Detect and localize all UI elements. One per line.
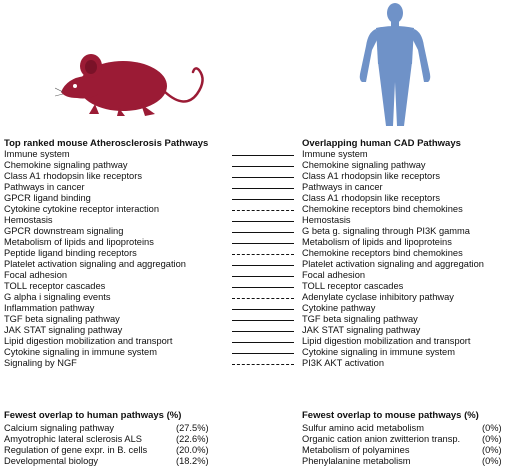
solid-connector xyxy=(232,232,294,233)
fewest-item-pct: (0%) xyxy=(482,445,502,455)
human-pathway: PI3K AKT activation xyxy=(302,358,384,368)
mouse-pathways-header: Top ranked mouse Atherosclerosis Pathway… xyxy=(4,138,209,149)
mouse-pathway: Signaling by NGF xyxy=(4,358,77,368)
fewest-item-name: Metabolism of polyamines xyxy=(302,445,410,455)
human-pathway: Chemokine signaling pathway xyxy=(302,160,426,170)
human-figure-icon xyxy=(359,3,431,126)
dashed-connector xyxy=(232,298,294,299)
mouse-pathway: Chemokine signaling pathway xyxy=(4,160,128,170)
human-pathway: JAK STAT signaling pathway xyxy=(302,325,421,335)
mouse-pathway: Lipid digestion mobilization and transpo… xyxy=(4,336,173,346)
mouse-pathway: Focal adhesion xyxy=(4,270,68,280)
solid-connector xyxy=(232,188,294,189)
human-pathway: G beta g. signaling through PI3K gamma xyxy=(302,226,470,236)
fewest-item: Amyotrophic lateral sclerosis ALS (22.6%… xyxy=(4,434,210,445)
fewest-item-pct: (0%) xyxy=(482,434,502,444)
solid-connector xyxy=(232,177,294,178)
human-pathway: Pathways in cancer xyxy=(302,182,383,192)
mouse-pathway: TOLL receptor cascades xyxy=(4,281,106,291)
solid-connector xyxy=(232,287,294,288)
mouse-pathway: Cytokine cytokine receptor interaction xyxy=(4,204,160,214)
solid-connector xyxy=(232,221,294,222)
solid-connector xyxy=(232,166,294,167)
human-pathway: TGF beta signaling pathway xyxy=(302,314,418,324)
fewest-item: Regulation of gene expr. in B. cells (20… xyxy=(4,445,210,456)
mouse-pathway: JAK STAT signaling pathway xyxy=(4,325,123,335)
solid-connector xyxy=(232,342,294,343)
mouse-pathway: GPCR downstream signaling xyxy=(4,226,124,236)
fewest-item-pct: (20.0%) xyxy=(176,445,209,455)
fewest-overlap-human-header: Fewest overlap to human pathways (%) xyxy=(4,410,182,421)
fewest-item-pct: (0%) xyxy=(482,456,502,466)
human-pathway: Class A1 rhodopsin like receptors xyxy=(302,171,440,181)
mouse-pathway: Hemostasis xyxy=(4,215,53,225)
dashed-connector xyxy=(232,210,294,211)
mouse-pathway: Pathways in cancer xyxy=(4,182,85,192)
human-pathway: Chemokine receptors bind chemokines xyxy=(302,204,463,214)
solid-connector xyxy=(232,320,294,321)
human-pathway: Platelet activation signaling and aggreg… xyxy=(302,259,484,269)
solid-connector xyxy=(232,199,294,200)
human-pathway: Adenylate cyclase inhibitory pathway xyxy=(302,292,454,302)
mouse-pathway: Platelet activation signaling and aggreg… xyxy=(4,259,186,269)
mouse-icon xyxy=(55,54,204,116)
mouse-pathway: G alpha i signaling events xyxy=(4,292,111,302)
human-pathway: Metabolism of lipids and lipoproteins xyxy=(302,237,452,247)
fewest-item-name: Calcium signaling pathway xyxy=(4,423,115,433)
human-pathway: Hemostasis xyxy=(302,215,351,225)
fewest-item-name: Amyotrophic lateral sclerosis ALS xyxy=(4,434,142,444)
human-pathway: TOLL receptor cascades xyxy=(302,281,404,291)
solid-connector xyxy=(232,353,294,354)
human-pathway-list: Immune system Chemokine signaling pathwa… xyxy=(302,149,484,369)
mouse-pathway-list: Immune system Chemokine signaling pathwa… xyxy=(4,149,186,369)
fewest-item-pct: (27.5%) xyxy=(176,423,209,433)
mouse-pathway: GPCR ligand binding xyxy=(4,193,91,203)
mouse-pathway: Peptide ligand binding receptors xyxy=(4,248,137,258)
fewest-item: Organic cation anion zwitterion transp. … xyxy=(302,434,504,445)
human-pathways-header: Overlapping human CAD Pathways xyxy=(302,138,461,149)
mouse-pathway: Cytokine signaling in immune system xyxy=(4,347,157,357)
mouse-pathway: TGF beta signaling pathway xyxy=(4,314,120,324)
mouse-pathway: Immune system xyxy=(4,149,70,159)
fewest-item-name: Sulfur amino acid metabolism xyxy=(302,423,424,433)
fewest-overlap-mouse-header: Fewest overlap to mouse pathways (%) xyxy=(302,410,479,421)
mouse-pathway: Metabolism of lipids and lipoproteins xyxy=(4,237,154,247)
fewest-item: Calcium signaling pathway (27.5%) xyxy=(4,423,210,434)
human-pathway: Class A1 rhodopsin like receptors xyxy=(302,193,440,203)
dashed-connector xyxy=(232,254,294,255)
solid-connector xyxy=(232,243,294,244)
solid-connector xyxy=(232,276,294,277)
fewest-item-pct: (18.2%) xyxy=(176,456,209,466)
human-pathway: Chemokine receptors bind chemokines xyxy=(302,248,463,258)
mouse-pathway: Inflammation pathway xyxy=(4,303,95,313)
human-pathway: Lipid digestion mobilization and transpo… xyxy=(302,336,471,346)
fewest-item-name: Organic cation anion zwitterion transp. xyxy=(302,434,461,444)
fewest-item-pct: (22.6%) xyxy=(176,434,209,444)
fewest-item-pct: (0%) xyxy=(482,423,502,433)
fewest-item-name: Regulation of gene expr. in B. cells xyxy=(4,445,148,455)
solid-connector xyxy=(232,265,294,266)
human-pathway: Cytokine signaling in immune system xyxy=(302,347,455,357)
fewest-item: Sulfur amino acid metabolism (0%) xyxy=(302,423,504,434)
mouse-pathway: Class A1 rhodopsin like receptors xyxy=(4,171,142,181)
solid-connector xyxy=(232,331,294,332)
fewest-item-name: Phenylalanine metabolism xyxy=(302,456,411,466)
fewest-overlap-mouse-list: Calcium signaling pathway (27.5%) Amyotr… xyxy=(4,423,210,467)
fewest-item: Phenylalanine metabolism (0%) xyxy=(302,456,504,467)
solid-connector xyxy=(232,309,294,310)
human-pathway: Cytokine pathway xyxy=(302,303,376,313)
fewest-item: Developmental biology (18.2%) xyxy=(4,456,210,467)
fewest-item: Metabolism of polyamines (0%) xyxy=(302,445,504,456)
human-pathway: Immune system xyxy=(302,149,368,159)
fewest-overlap-human-list: Sulfur amino acid metabolism (0%) Organi… xyxy=(302,423,504,467)
fewest-item-name: Developmental biology xyxy=(4,456,99,466)
dashed-connector xyxy=(232,364,294,365)
solid-connector xyxy=(232,155,294,156)
human-pathway: Focal adhesion xyxy=(302,270,366,280)
